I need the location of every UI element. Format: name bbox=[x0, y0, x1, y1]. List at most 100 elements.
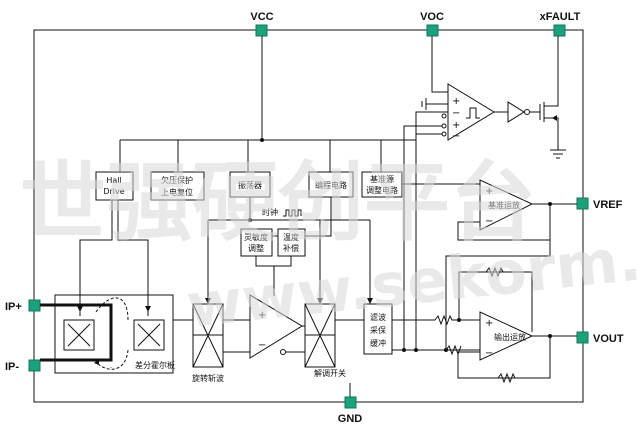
adjust-to-amp bbox=[255, 256, 292, 296]
inverter bbox=[507, 101, 525, 123]
arrow-head bbox=[205, 298, 211, 304]
pin-voc bbox=[426, 24, 439, 37]
primary-current-path bbox=[40, 303, 113, 362]
filter-label-1: 滤波 bbox=[370, 312, 386, 322]
uvlo-label-2: 上电复位 bbox=[161, 187, 193, 197]
ref-opamp-plus: + bbox=[485, 186, 493, 197]
arrow-head bbox=[367, 298, 373, 304]
pin-label-vout: VOUT bbox=[593, 333, 624, 345]
filter-label-2: 采保 bbox=[370, 325, 386, 335]
chopper-label: 旋转斩波 bbox=[192, 373, 224, 383]
vcc-drops bbox=[119, 140, 382, 172]
ref-to-output-stage bbox=[445, 240, 551, 350]
ref-opamp-minus: − bbox=[485, 216, 493, 227]
resistor-ref bbox=[445, 344, 462, 356]
hall-drive-label-1: Hall bbox=[106, 176, 121, 185]
hall-drive-block bbox=[95, 171, 134, 201]
pin-label-ip-minus: IP- bbox=[5, 361, 19, 373]
out-opamp-minus: − bbox=[485, 348, 493, 359]
clock-waveform bbox=[283, 209, 302, 217]
uvlo-block bbox=[150, 171, 205, 201]
comp-minus-1: − bbox=[452, 108, 460, 119]
feedback-path-bottom bbox=[457, 336, 551, 379]
arrow-head bbox=[552, 115, 557, 121]
hall-plate-1-cross bbox=[67, 323, 91, 347]
comp-plus-1: + bbox=[452, 96, 460, 107]
pin-label-gnd: GND bbox=[338, 413, 363, 425]
vcc-to-comparator bbox=[415, 111, 448, 140]
watermark-cn: 世强硬创平台 bbox=[20, 153, 536, 253]
out-opamp-plus: + bbox=[485, 318, 493, 329]
hall-drive-wire-2 bbox=[117, 200, 149, 316]
hall-plate-2-cross bbox=[137, 323, 161, 347]
pin-label-ip-plus: IP+ bbox=[5, 301, 22, 313]
oscillator-label: 振荡器 bbox=[238, 180, 262, 190]
filter-block bbox=[363, 303, 393, 355]
hall-region bbox=[54, 294, 174, 374]
ground-symbol bbox=[550, 149, 566, 159]
mosfet-channel bbox=[544, 36, 559, 150]
uvlo-label-1: 欠压保护 bbox=[161, 175, 193, 185]
out-opamp-label: 输出运放 bbox=[494, 332, 526, 342]
demod-label: 解调开关 bbox=[314, 368, 346, 378]
output-opamp bbox=[479, 311, 534, 361]
pin-vcc bbox=[255, 24, 268, 37]
hall-dot-symbol: · bbox=[110, 364, 112, 372]
resistor-feedback-bottom bbox=[497, 372, 516, 384]
feedback-path-top bbox=[458, 271, 533, 332]
ref-opamp-label: 基准运放 bbox=[488, 200, 520, 210]
reference-opamp bbox=[479, 179, 534, 231]
voc-to-comparator bbox=[431, 36, 448, 93]
filter-label-3: 缓冲 bbox=[370, 338, 386, 348]
chip-boundary bbox=[33, 29, 584, 403]
temp-comp-block bbox=[277, 228, 306, 257]
arrow-head bbox=[77, 306, 83, 312]
hall-diff-label: 差分霍尔板 bbox=[135, 360, 175, 370]
arrow-head bbox=[145, 306, 151, 312]
inverter-bubble bbox=[524, 109, 530, 115]
filter-to-comparator bbox=[403, 125, 442, 350]
ref-adjust-label-2: 调整电路 bbox=[366, 185, 398, 195]
hall-drive-label-2: Drive bbox=[103, 187, 124, 196]
amp-inverted-output bbox=[280, 349, 286, 355]
temp-comp-label-2: 补偿 bbox=[283, 243, 299, 253]
junction-dot bbox=[248, 218, 252, 222]
sensitivity-label-1: 灵敏度 bbox=[244, 232, 268, 242]
arrow-head bbox=[317, 298, 323, 304]
main-amplifier bbox=[249, 294, 303, 359]
pin-label-voc: VOC bbox=[420, 11, 444, 23]
pin-label-vcc: VCC bbox=[250, 11, 273, 23]
clock-label: 时钟 bbox=[262, 207, 278, 217]
junction-dot bbox=[260, 138, 264, 142]
arrow-head bbox=[94, 359, 99, 365]
comp-plus-2: + bbox=[452, 120, 460, 131]
pin-label-xfault: xFAULT bbox=[540, 11, 581, 23]
pin-vout bbox=[576, 331, 589, 344]
fault-comparator bbox=[447, 83, 495, 141]
amp-minus-sign: − bbox=[258, 340, 266, 351]
pin-vref bbox=[576, 197, 589, 210]
comp-input-node bbox=[441, 131, 447, 137]
pin-gnd bbox=[344, 396, 357, 409]
mosfet-gate bbox=[539, 102, 545, 122]
hall-drive-wire-1 bbox=[79, 200, 113, 316]
comp-input-node bbox=[441, 123, 447, 129]
pin-ip-plus bbox=[28, 299, 41, 312]
ref-adjust-label-1: 基准源 bbox=[370, 174, 394, 184]
resistor-feedback-top bbox=[485, 266, 504, 278]
comp-input-node bbox=[441, 113, 447, 119]
amp-plus-sign: + bbox=[258, 310, 266, 321]
pin-xfault bbox=[553, 24, 566, 37]
vout-to-comparator bbox=[415, 133, 442, 350]
pin-ip-minus bbox=[28, 359, 41, 372]
comp-minus-2: − bbox=[452, 131, 460, 142]
pin-label-vref: VREF bbox=[593, 199, 623, 211]
programming-label: 编程电路 bbox=[315, 180, 347, 190]
ref-feedback bbox=[457, 204, 551, 241]
comp-reference-source bbox=[421, 98, 448, 110]
hysteresis-symbol bbox=[466, 107, 480, 119]
temp-comp-label-1: 温度 bbox=[283, 232, 299, 242]
field-loop-top bbox=[95, 297, 129, 321]
field-loop-bottom bbox=[95, 349, 129, 370]
